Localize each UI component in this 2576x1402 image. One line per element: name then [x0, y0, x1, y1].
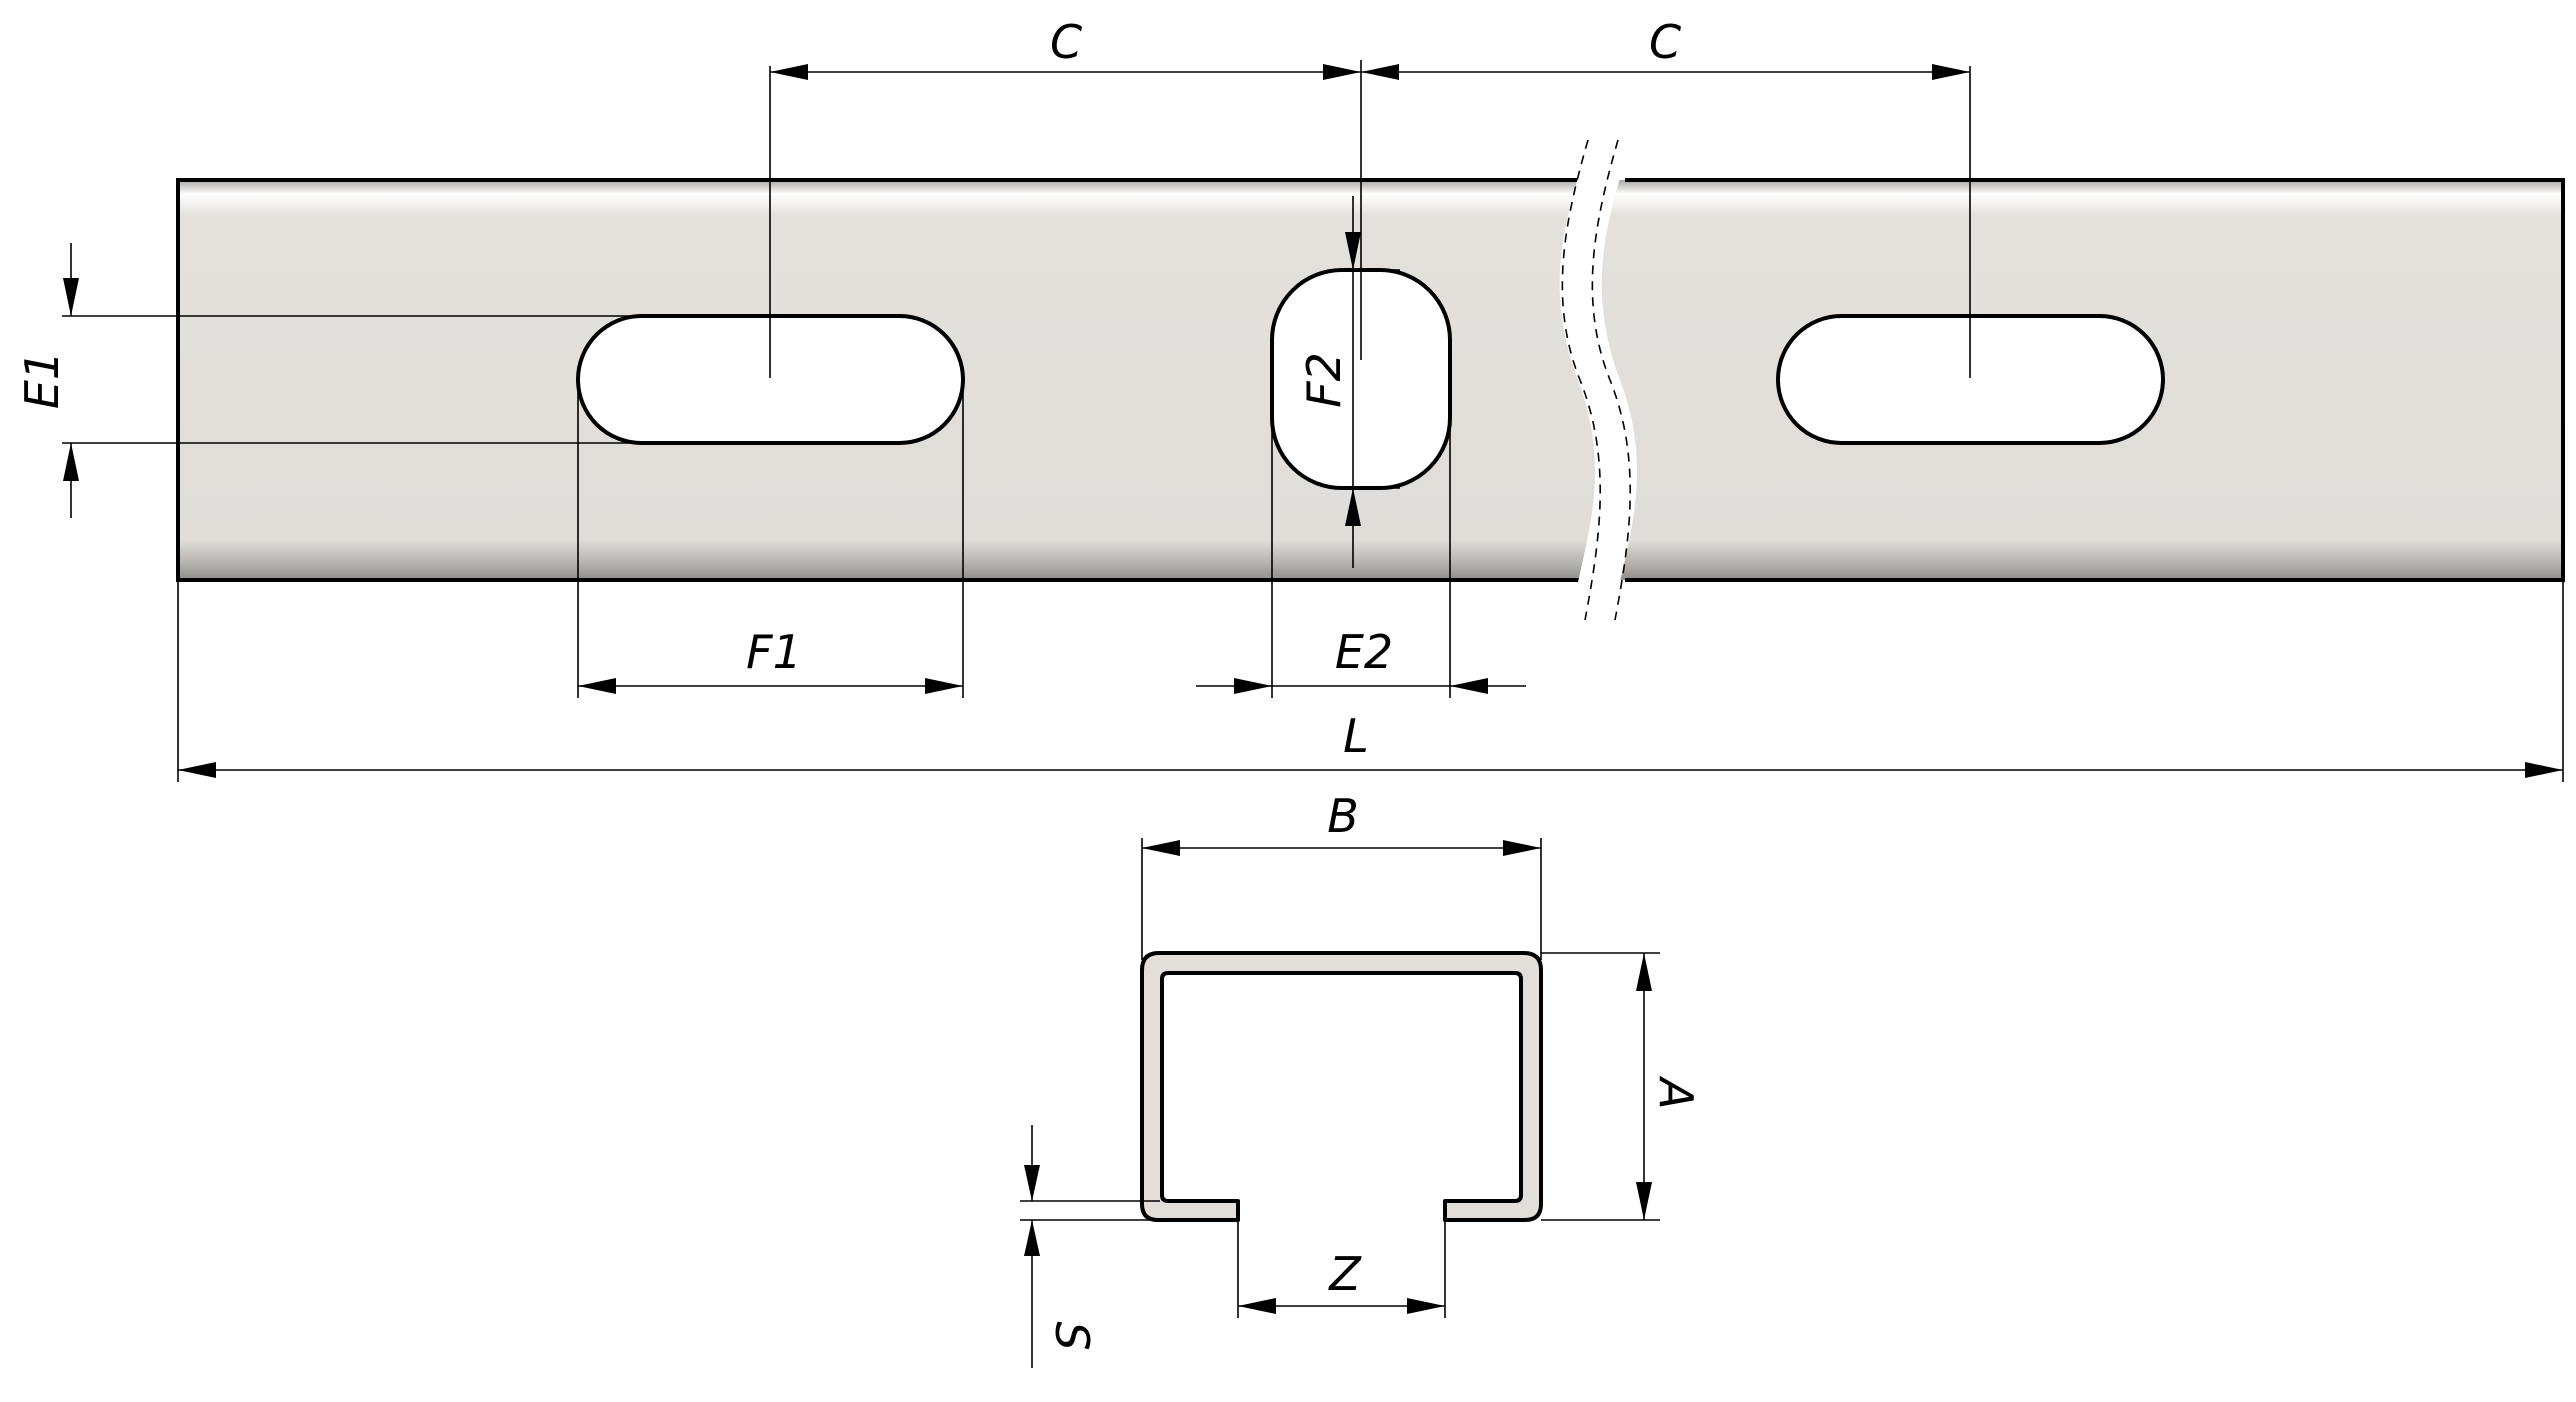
dimension-e1: E1: [15, 243, 640, 518]
dimension-f1: F1: [577, 380, 964, 698]
dim-label-c-right: C: [1649, 15, 1681, 69]
dimension-l: L: [177, 580, 2564, 782]
break-line-right: [1591, 139, 1631, 621]
dimension-f2: F2: [1297, 196, 1361, 568]
dimension-a: A: [1541, 952, 1703, 1221]
dimension-e2: E2: [1196, 380, 1526, 698]
break-gap: [1559, 178, 1638, 582]
dim-label-b: B: [1327, 789, 1359, 843]
dimension-b: B: [1141, 789, 1542, 960]
dimension-c-left: C: [770, 15, 1361, 80]
dim-label-c-left: C: [1050, 15, 1082, 69]
dim-label-f1: F1: [746, 625, 802, 679]
dimension-z: Z: [1237, 1220, 1446, 1318]
dim-label-z: Z: [1327, 1247, 1362, 1301]
dim-label-a: A: [1649, 1075, 1703, 1109]
dim-label-s: S: [1045, 1321, 1099, 1350]
dim-label-l: L: [1343, 709, 1369, 763]
dimension-s: S: [1020, 1125, 1160, 1368]
dim-label-e1: E1: [15, 351, 69, 409]
c-profile: [1140, 951, 1543, 1222]
dim-label-e2: E2: [1335, 625, 1393, 679]
dimension-c-right: C: [1361, 15, 1970, 80]
break-line-left: [1561, 139, 1601, 621]
rail-plate-view: [176, 60, 2565, 621]
rail-cross-section: [1140, 951, 1543, 1222]
dim-label-f2: F2: [1297, 352, 1351, 408]
